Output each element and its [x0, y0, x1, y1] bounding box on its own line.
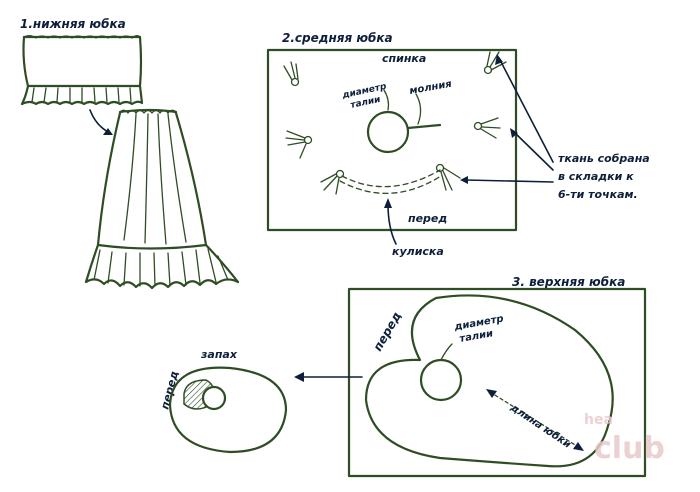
lower-skirt-flat-piece: [20, 35, 144, 106]
middle-skirt-section: 2.средняя юбка спинка диаметр талии молн…: [266, 31, 650, 258]
pleat-point: [285, 130, 313, 159]
middle-skirt-back-label: спинка: [382, 52, 426, 65]
middle-skirt-waist-circle: [366, 110, 410, 154]
gathered-note-arrows: [460, 54, 554, 184]
middle-skirt-zipper-pointer: [415, 93, 422, 125]
pleat-point: [473, 117, 501, 139]
wrap-label: запах: [200, 348, 238, 361]
upper-skirt-waist-circle: [419, 358, 463, 402]
pleat-point: [283, 61, 300, 87]
upper-skirt-fabric-rect: [347, 287, 647, 478]
lower-skirt-finished: [84, 108, 240, 290]
watermark-word-2: club: [594, 431, 665, 466]
drawstring-arrow: [384, 198, 397, 245]
middle-skirt-drawstring-line: [341, 169, 441, 188]
middle-skirt-title: 2.средняя юбка: [282, 31, 393, 45]
wrap-waist-circle: [201, 385, 227, 411]
gathered-note-line-3: 6-ти точкам.: [558, 188, 638, 201]
middle-skirt-waist-pointer: [383, 89, 390, 111]
upper-skirt-pattern-shape: [364, 294, 614, 468]
upper-skirt-front-label: перед: [370, 309, 404, 353]
watermark-word-1: hea: [584, 412, 613, 428]
watermark: hea club: [584, 412, 665, 466]
skirt-length-arrow: [486, 389, 584, 451]
skirt-length-label: длина юбки: [507, 401, 573, 451]
pleat-point: [483, 51, 507, 75]
middle-skirt-zipper-label: молния: [409, 79, 454, 97]
gathered-note-line-1: ткань собрана: [558, 152, 650, 165]
middle-skirt-zipper-line: [406, 123, 442, 130]
gathered-note-line-2: в складки к: [558, 170, 634, 183]
wrap-detail-section: запах перед: [158, 348, 288, 454]
lower-skirt-title: 1.нижняя юбка: [20, 17, 126, 31]
middle-skirt-drawstring-label: кулиска: [392, 245, 444, 258]
middle-skirt-pleat-points: [283, 51, 507, 195]
pleat-point: [435, 163, 461, 191]
lower-skirt-section: 1.нижняя юбка: [20, 17, 240, 290]
lower-skirt-arrow: [89, 109, 113, 135]
middle-skirt-front-label: перед: [408, 212, 447, 225]
upper-skirt-title: 3. верхняя юбка: [512, 275, 625, 289]
upper-skirt-section: 3. верхняя юбка диаметр талии перед длин…: [294, 275, 647, 478]
middle-skirt-drawstring-line: [339, 175, 442, 195]
upper-to-wrap-arrow: [294, 372, 363, 382]
upper-skirt-waist-pointer: [440, 343, 453, 361]
pleat-point: [320, 169, 345, 195]
wrap-pattern-shape: [168, 366, 288, 454]
middle-skirt-fabric-rect: [266, 48, 518, 232]
